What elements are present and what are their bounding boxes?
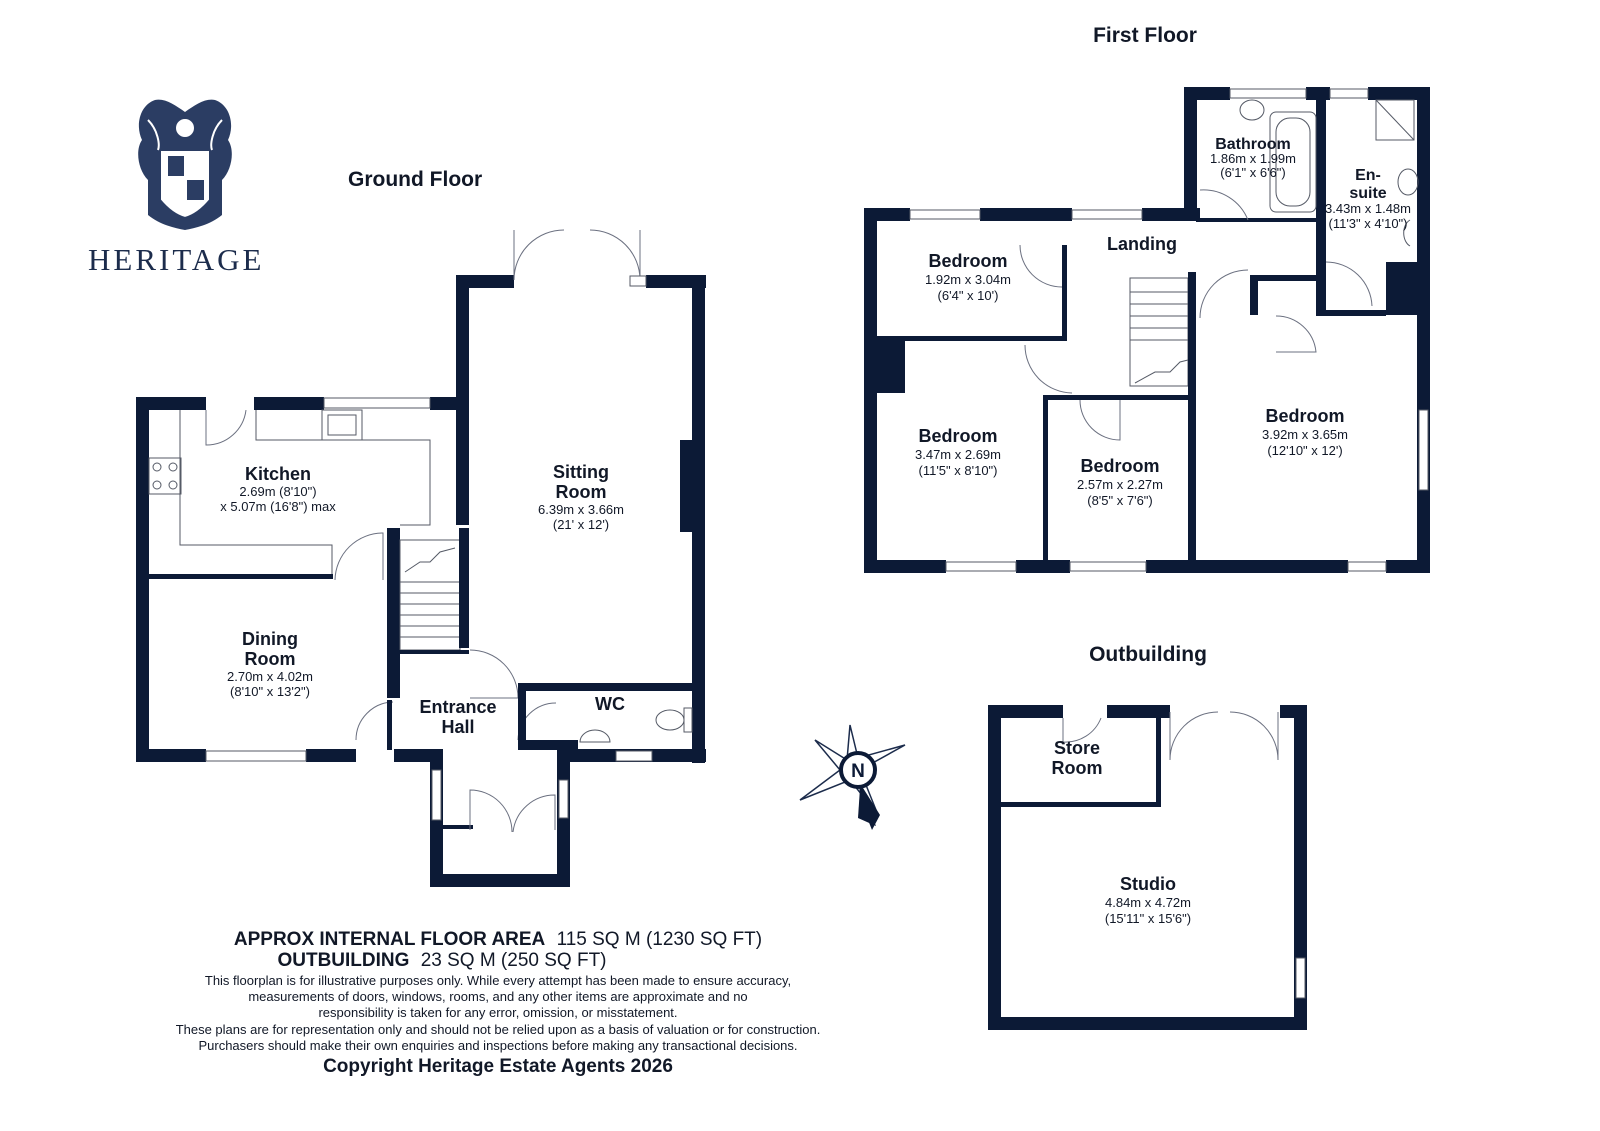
room-dimensions: 3.47m x 2.69m (915, 447, 1001, 462)
room-dimensions: (6'1" x 6'6") (1220, 165, 1286, 180)
room-name: Bedroom (1265, 406, 1344, 426)
room-entrance-hall: Entrance Hall (419, 697, 496, 737)
room-bedroom-main: Bedroom 3.92m x 3.65m (12'10" x 12') (1262, 406, 1348, 458)
outbuilding-area-label: OUTBUILDING (277, 950, 409, 971)
heritage-crest-logo (138, 99, 232, 230)
room-dimensions: 3.92m x 3.65m (1262, 427, 1348, 442)
outbuilding-plan (988, 705, 1307, 1030)
room-bedroom-middle: Bedroom 2.57m x 2.27m (8'5" x 7'6") (1077, 456, 1163, 508)
first-floor-plan (864, 87, 1430, 573)
room-name: Bedroom (1080, 456, 1159, 476)
room-name: Entrance (419, 697, 496, 717)
room-dimensions: 3.43m x 1.48m (1325, 201, 1411, 216)
room-name: Dining (242, 629, 298, 649)
room-dimensions: (11'3" x 4'10") (1329, 216, 1408, 231)
room-bedroom-left: Bedroom 3.47m x 2.69m (11'5" x 8'10") (915, 426, 1001, 478)
room-name: Bedroom (918, 426, 997, 446)
room-name: Room (245, 649, 296, 669)
room-dimensions: 1.86m x 1.99m (1210, 151, 1296, 166)
floor-area-summary: APPROX INTERNAL FLOOR AREA 115 SQ M (123… (234, 929, 762, 971)
compass-rose-icon: N (799, 724, 906, 830)
room-bathroom: Bathroom 1.86m x 1.99m (6'1" x 6'6") (1210, 136, 1296, 180)
room-name: WC (595, 694, 625, 714)
outbuilding-area-value: 23 SQ M (250 SQ FT) (421, 950, 607, 971)
room-name: Sitting (553, 462, 609, 482)
total-area-value: 115 SQ M (1230 SQ FT) (557, 929, 763, 950)
room-dimensions: 4.84m x 4.72m (1105, 895, 1191, 910)
outbuilding-title: Outbuilding (1089, 643, 1207, 666)
ground-floor-plan (136, 229, 706, 887)
total-area: APPROX INTERNAL FLOOR AREA 115 SQ M (123… (234, 929, 762, 950)
room-dining-room: Dining Room 2.70m x 4.02m (8'10" x 13'2"… (227, 629, 313, 699)
brand-name: HERITAGE (88, 242, 265, 277)
room-studio: Studio 4.84m x 4.72m (15'11" x 15'6") (1105, 874, 1191, 926)
compass-label: N (851, 761, 865, 782)
room-name: Studio (1120, 874, 1176, 894)
room-dimensions: 1.92m x 3.04m (925, 272, 1011, 287)
ground-floor-title: Ground Floor (348, 168, 482, 191)
total-area-label: APPROX INTERNAL FLOOR AREA (234, 929, 546, 950)
disclaimer-line: These plans are for representation only … (176, 1022, 821, 1037)
room-name: Bathroom (1215, 136, 1291, 153)
room-dimensions: (8'10" x 13'2") (230, 684, 310, 699)
disclaimer-line: This floorplan is for illustrative purpo… (205, 973, 791, 988)
room-landing: Landing (1107, 234, 1177, 254)
room-dimensions: (11'5" x 8'10") (919, 463, 998, 478)
room-name: Room (556, 482, 607, 502)
room-dimensions: x 5.07m (16'8") max (220, 499, 336, 514)
disclaimer: This floorplan is for illustrative purpo… (176, 973, 821, 1053)
room-sitting-room: Sitting Room 6.39m x 3.66m (21' x 12') (538, 462, 624, 532)
disclaimer-line: Purchasers should make their own enquiri… (198, 1038, 797, 1053)
disclaimer-line: measurements of doors, windows, rooms, a… (248, 989, 747, 1004)
room-en-suite: En- suite 3.43m x 1.48m (11'3" x 4'10") (1325, 167, 1411, 231)
outbuilding-area: OUTBUILDING 23 SQ M (250 SQ FT) (277, 950, 606, 971)
room-name: Room (1052, 758, 1103, 778)
first-floor-title: First Floor (1093, 24, 1197, 47)
room-dimensions: (12'10" x 12') (1267, 443, 1342, 458)
copyright-notice: Copyright Heritage Estate Agents 2026 (323, 1056, 673, 1077)
room-name: Bedroom (928, 251, 1007, 271)
room-name: suite (1349, 185, 1386, 202)
room-bedroom-small: Bedroom 1.92m x 3.04m (6'4" x 10') (925, 251, 1011, 303)
room-name: Store (1054, 738, 1100, 758)
disclaimer-line: responsibility is taken for any error, o… (318, 1005, 677, 1020)
room-name: Kitchen (245, 464, 311, 484)
room-kitchen: Kitchen 2.69m (8'10") x 5.07m (16'8") ma… (220, 464, 336, 514)
room-dimensions: 6.39m x 3.66m (538, 502, 624, 517)
room-store-room: Store Room (1052, 738, 1103, 778)
room-dimensions: 2.69m (8'10") (239, 484, 316, 499)
room-wc: WC (595, 694, 625, 714)
room-dimensions: (6'4" x 10') (938, 288, 999, 303)
room-name: Hall (441, 717, 474, 737)
room-name: Landing (1107, 234, 1177, 254)
room-dimensions: 2.57m x 2.27m (1077, 477, 1163, 492)
room-dimensions: (21' x 12') (553, 517, 609, 532)
room-dimensions: (8'5" x 7'6") (1087, 493, 1153, 508)
room-name: En- (1355, 167, 1381, 184)
room-dimensions: (15'11" x 15'6") (1105, 911, 1191, 926)
room-dimensions: 2.70m x 4.02m (227, 669, 313, 684)
